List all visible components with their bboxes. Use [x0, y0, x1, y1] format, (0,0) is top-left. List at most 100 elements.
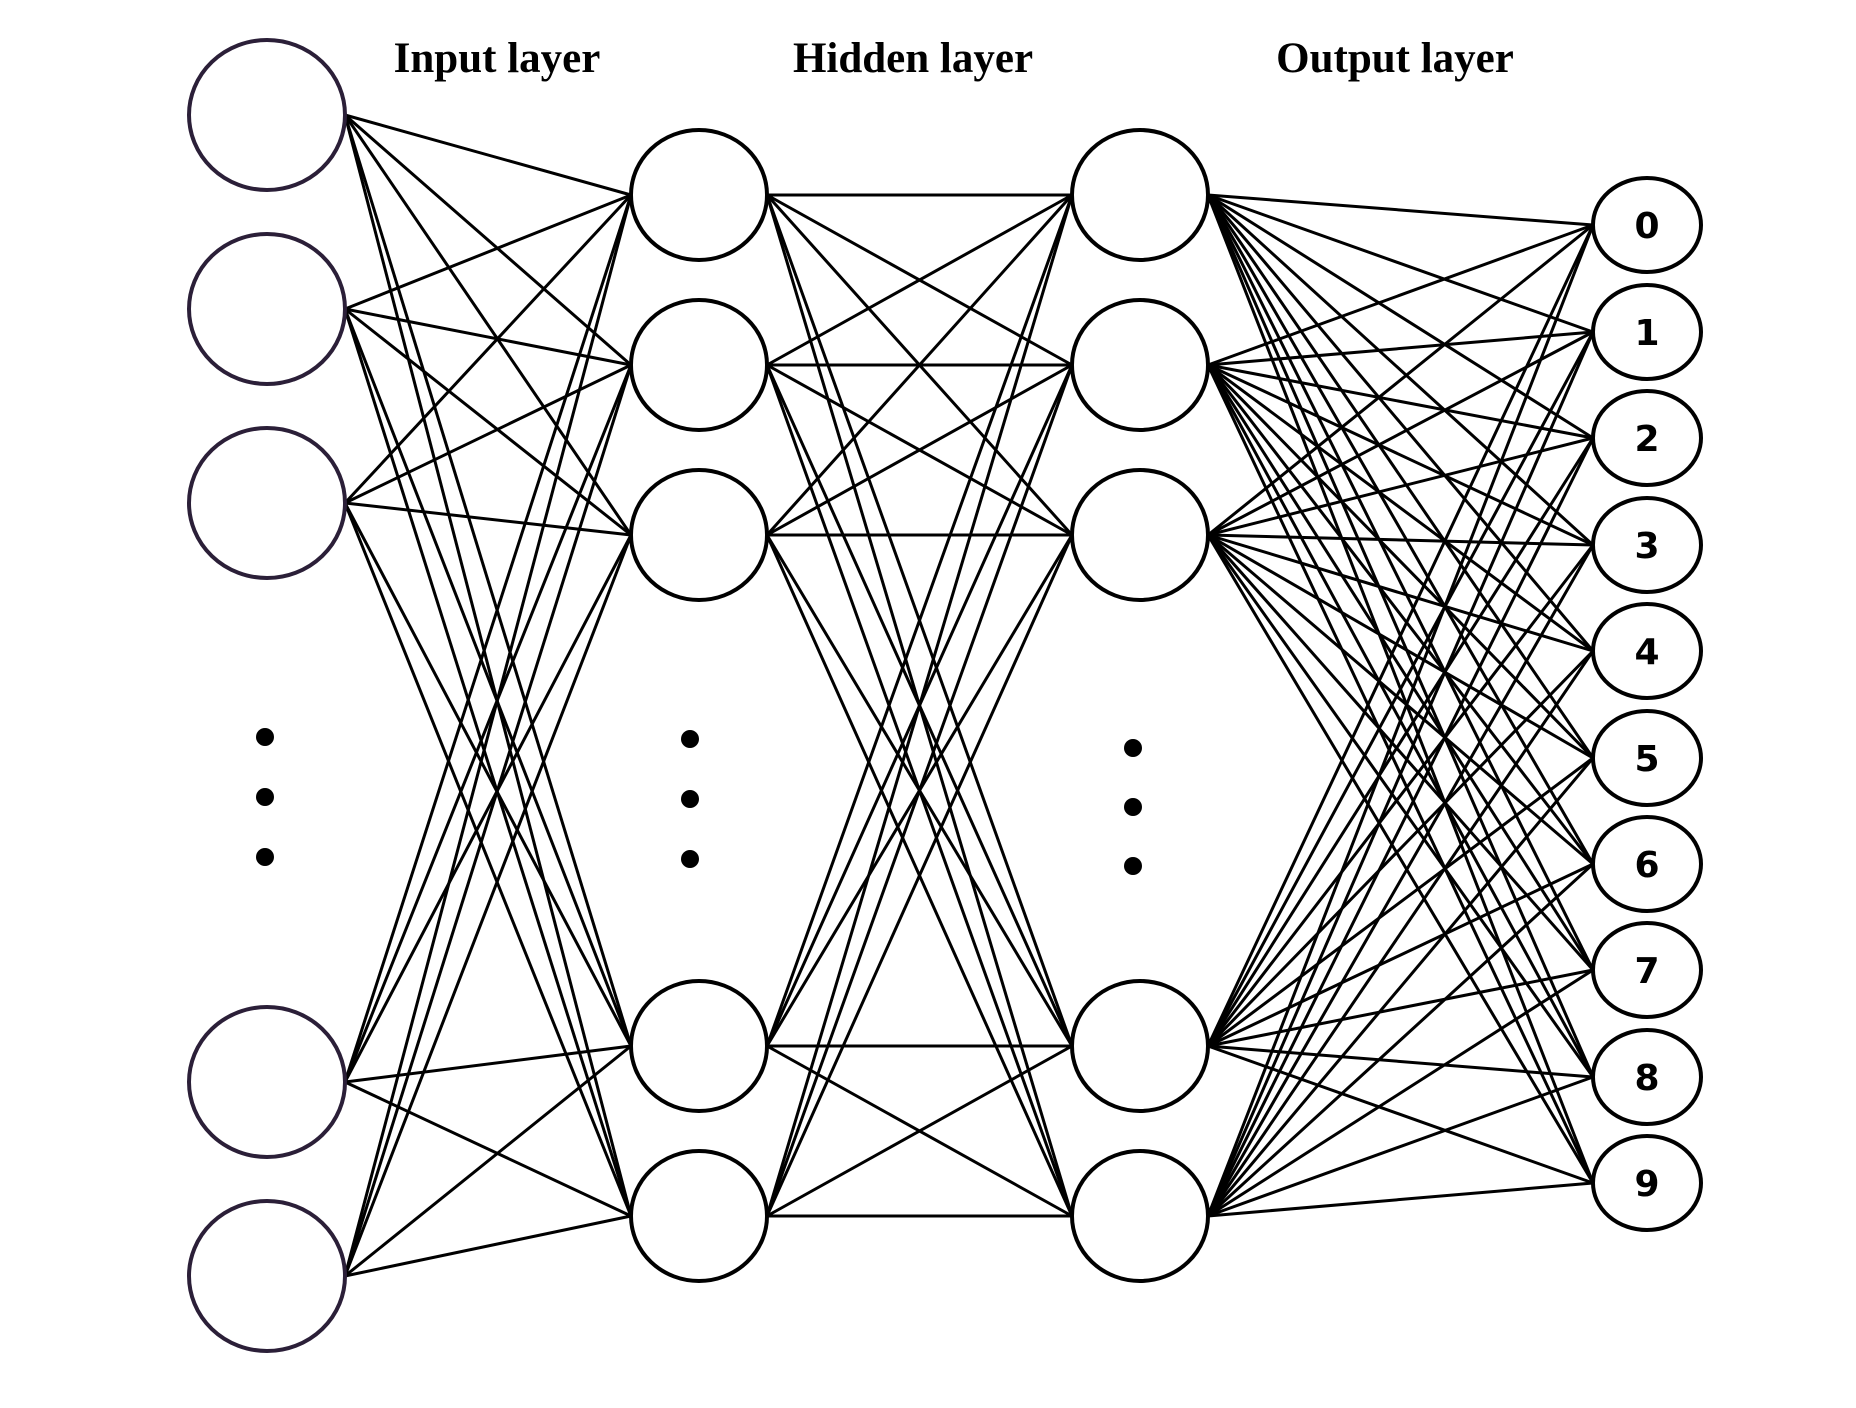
ellipsis-dot [256, 848, 274, 866]
hidden2-output-edge [1206, 544, 1595, 1217]
hidden2-output-edge [1206, 650, 1595, 1217]
hidden2-output-edge [1207, 330, 1594, 367]
hidden2-output-edge [1207, 533, 1594, 653]
input-hidden1-edge [344, 501, 632, 537]
layer-titles: Input layer Hidden layer Output layer [394, 35, 1514, 82]
output-label: 8 [1634, 1058, 1659, 1099]
hidden2-output-edge [1206, 194, 1595, 865]
hidden2-output-edge [1206, 363, 1595, 760]
hidden2-output-edge [1207, 968, 1594, 1048]
ellipsis-dots [256, 728, 1142, 875]
hidden2-output-edge [1206, 364, 1595, 971]
output-layer-title: Output layer [1276, 35, 1514, 82]
hidden2-neuron [1070, 128, 1210, 262]
hidden2-output-edge [1207, 330, 1594, 537]
hidden2-output-edge [1206, 194, 1595, 759]
hidden1-hidden2-edge [766, 193, 1073, 367]
hidden2-neuron [1070, 979, 1210, 1113]
input-hidden1-edge [344, 1044, 632, 1084]
input-neuron [187, 1005, 347, 1159]
hidden2-output-edge [1206, 649, 1595, 1048]
hidden2-output-edge [1207, 223, 1594, 367]
output-label: 5 [1634, 739, 1659, 780]
ellipsis-dot [681, 850, 699, 868]
input-hidden1-edge [343, 364, 633, 1277]
hidden1-hidden2-edge [765, 194, 1074, 1217]
hidden1-neuron [629, 979, 769, 1113]
input-hidden1-edge [343, 194, 633, 1083]
neurons [187, 38, 1703, 1353]
input-hidden1-edge [343, 364, 633, 1083]
output-label: 1 [1634, 313, 1659, 354]
output-label: 6 [1634, 845, 1659, 886]
output-neuron [1591, 602, 1703, 700]
hidden2-output-edge [1207, 533, 1594, 547]
input-hidden1-edge [344, 1044, 632, 1278]
hidden2-neuron [1070, 468, 1210, 602]
output-label: 7 [1634, 951, 1659, 992]
ellipsis-dot [256, 788, 274, 806]
input-hidden1-edge [344, 307, 632, 537]
hidden2-output-edge [1207, 223, 1594, 537]
hidden2-neuron [1070, 1149, 1210, 1283]
hidden2-output-edge [1207, 1181, 1594, 1218]
input-hidden1-edge [343, 534, 633, 1277]
hidden2-output-edge [1206, 757, 1595, 1217]
input-hidden1-edge [343, 114, 633, 1047]
input-layer-title: Input layer [394, 35, 601, 82]
output-neuron [1591, 176, 1703, 274]
input-hidden1-edge [343, 308, 633, 1217]
input-hidden1-edge [343, 502, 633, 1217]
hidden2-output-edge [1207, 436, 1594, 537]
hidden2-output-edge [1206, 331, 1595, 1217]
input-hidden1-edge [343, 308, 633, 1047]
hidden2-output-edge [1206, 534, 1595, 971]
ellipsis-dot [1124, 857, 1142, 875]
input-hidden1-edge [344, 1080, 632, 1218]
hidden2-output-edge [1207, 862, 1594, 1048]
hidden2-output-edge [1207, 756, 1594, 1048]
output-label: 3 [1634, 526, 1659, 567]
hidden2-output-edge [1206, 194, 1595, 971]
input-hidden1-edge [344, 1214, 632, 1278]
hidden2-output-edge [1207, 193, 1594, 334]
hidden2-output-edge [1206, 364, 1595, 865]
output-neuron [1591, 283, 1703, 381]
hidden1-neuron [629, 468, 769, 602]
hidden2-output-edge [1206, 437, 1595, 1217]
ellipsis-dot [1124, 798, 1142, 816]
hidden1-hidden2-edge [765, 193, 1074, 537]
input-hidden1-edge [343, 114, 633, 536]
input-hidden1-edge [343, 502, 633, 1047]
connections [343, 113, 1595, 1278]
hidden2-output-edge [1207, 533, 1594, 866]
output-label: 2 [1634, 419, 1659, 460]
hidden2-output-edge [1206, 544, 1595, 1047]
hidden2-output-edge [1207, 1075, 1594, 1218]
ellipsis-dot [681, 730, 699, 748]
input-neuron [187, 1199, 347, 1353]
hidden1-neuron [629, 298, 769, 432]
hidden2-output-edge [1207, 968, 1594, 1218]
input-neuron [187, 426, 347, 580]
input-hidden1-edge [344, 113, 632, 197]
input-hidden1-edge [343, 114, 633, 1217]
input-hidden1-edge [343, 534, 633, 1083]
hidden2-neuron [1070, 298, 1210, 432]
hidden2-output-edge [1206, 194, 1595, 652]
hidden2-output-edge [1206, 331, 1595, 1047]
hidden2-output-edge [1207, 363, 1594, 440]
hidden-layer-title: Hidden layer [793, 35, 1033, 82]
input-hidden1-edge [344, 193, 632, 311]
hidden1-hidden2-edge [765, 364, 1074, 1217]
ellipsis-dot [256, 728, 274, 746]
output-neuron [1591, 709, 1703, 807]
ellipsis-dot [1124, 739, 1142, 757]
hidden2-output-edge [1207, 193, 1594, 440]
output-neuron [1591, 389, 1703, 487]
output-neuron [1591, 496, 1703, 594]
hidden2-output-edge [1206, 224, 1595, 1217]
output-label: 4 [1634, 632, 1659, 673]
hidden2-output-edge [1206, 534, 1595, 1184]
